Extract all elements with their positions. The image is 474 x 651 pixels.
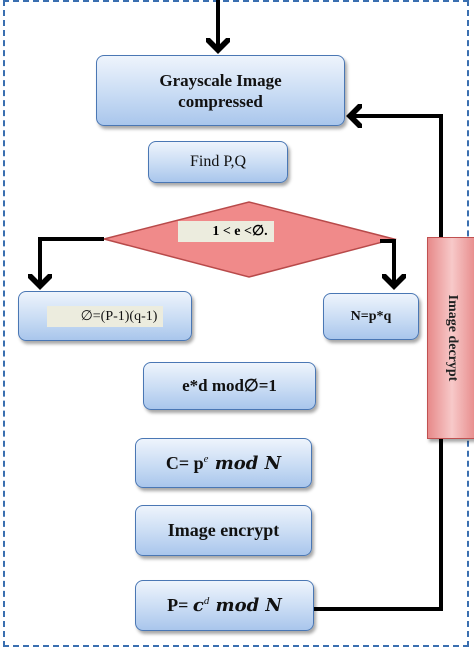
c-formula: C= pe mod N <box>166 453 281 474</box>
left-branch-arrow <box>40 237 104 286</box>
c-prefix: C= p <box>165 452 204 473</box>
image-encrypt-label: Image encrypt <box>167 520 280 540</box>
find-pq-box: Find P,Q <box>148 141 288 183</box>
p-exponent: d <box>203 595 210 607</box>
phi-label: ∅=(P-1)(q-1) <box>46 305 164 327</box>
grayscale-line1: Grayscale Image <box>159 70 282 90</box>
c-suffix: mod N <box>208 452 282 474</box>
find-pq-label: Find P,Q <box>189 153 247 170</box>
image-decrypt-label-box: Image decrypt <box>427 237 474 439</box>
ed-label: e*d mod∅=1 <box>182 376 277 395</box>
p-base: c <box>192 595 204 616</box>
n-box: N=p*q <box>323 293 419 340</box>
image-decrypt-label: Image decrypt <box>445 294 460 382</box>
grayscale-line2: compressed <box>178 91 263 111</box>
n-label: N=p*q <box>350 308 392 324</box>
p-formula: P= cd mod N <box>167 595 282 616</box>
c-exponent: e <box>203 452 209 465</box>
condition-label-wrap: 1 < e <∅. <box>166 220 286 242</box>
ed-box: e*d mod∅=1 <box>143 362 316 410</box>
phi-box: ∅=(P-1)(q-1) <box>18 291 192 341</box>
p-suffix: mod N <box>209 595 282 616</box>
image-encrypt-box: Image encrypt <box>135 505 312 556</box>
c-formula-box: C= pe mod N <box>135 438 312 488</box>
p-prefix: P= <box>167 595 193 615</box>
p-formula-box: P= cd mod N <box>135 580 314 631</box>
feedback-loop-line <box>314 116 443 611</box>
condition-label: 1 < e <∅. <box>178 220 274 242</box>
grayscale-image-box: Grayscale Image compressed <box>96 55 345 126</box>
